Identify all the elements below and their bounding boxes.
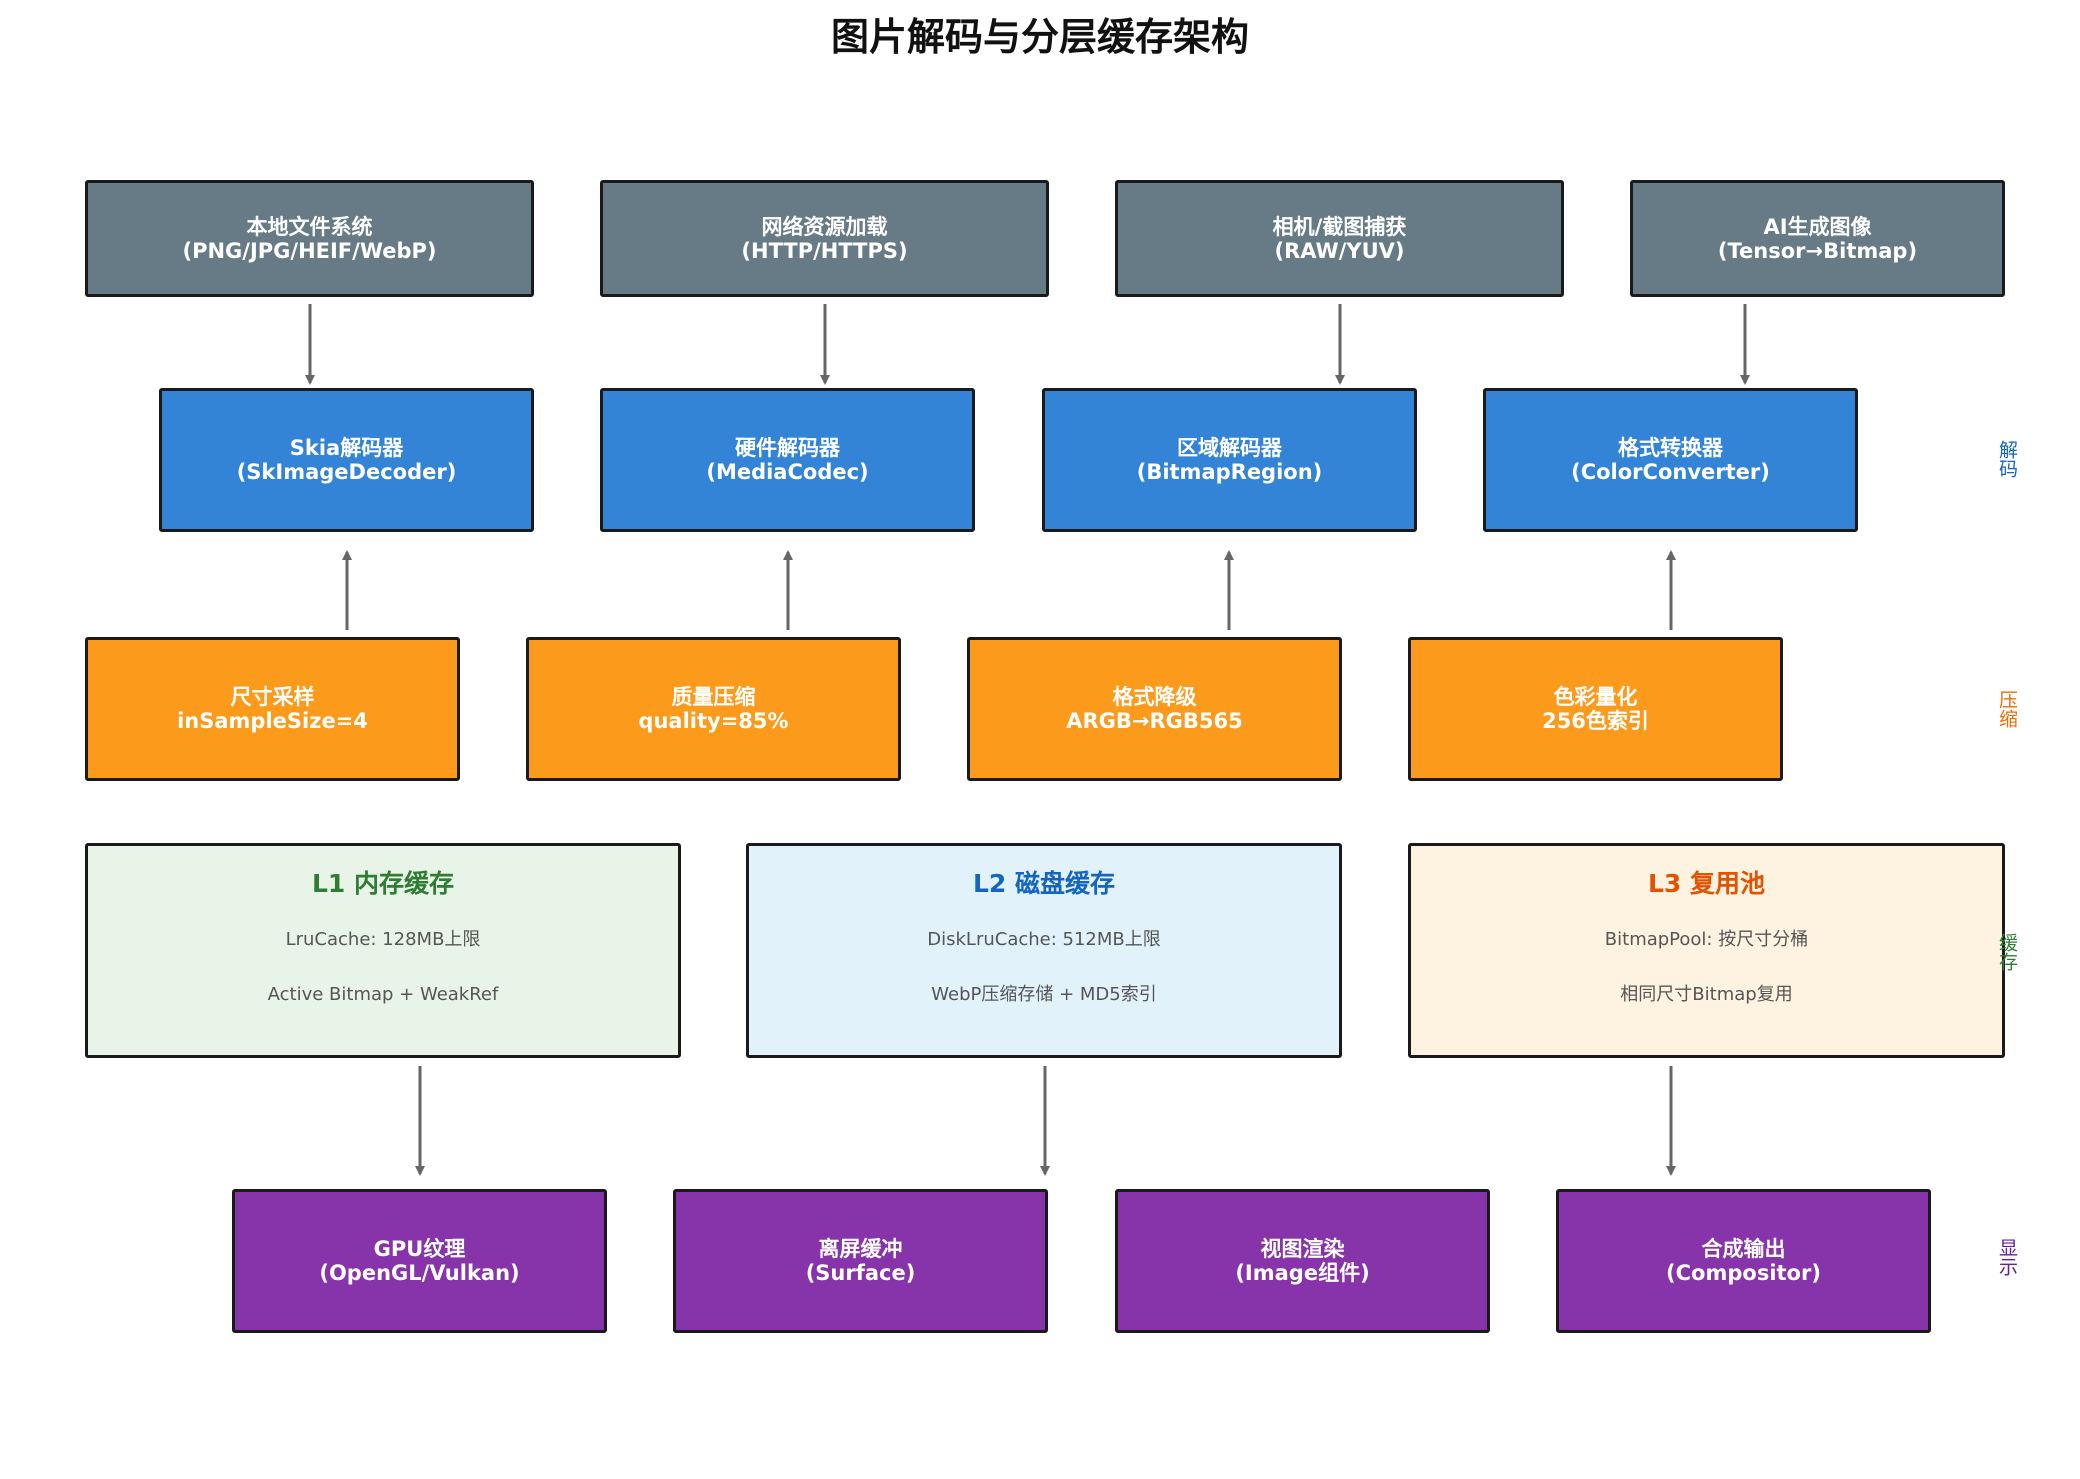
decoder-impl: (BitmapRegion): [1136, 460, 1323, 484]
display-view-render: 视图渲染 (Image组件): [1115, 1189, 1490, 1333]
display-label: 视图渲染: [1260, 1237, 1345, 1261]
cache-detail: Active Bitmap + WeakRef: [267, 984, 499, 1005]
cache-detail: DiskLruCache: 512MB上限: [927, 929, 1161, 950]
cache-detail: LruCache: 128MB上限: [285, 929, 481, 950]
decoder-impl: (MediaCodec): [706, 460, 869, 484]
source-formats: (HTTP/HTTPS): [741, 238, 908, 263]
cache-title: L3 复用池: [1647, 869, 1766, 898]
decoder-label: 格式转换器: [1618, 436, 1723, 460]
compression-size-sampling: 尺寸采样 inSampleSize=4: [85, 637, 460, 781]
source-ai-generated: AI生成图像 (Tensor→Bitmap): [1630, 180, 2005, 297]
compression-param: ARGB→RGB565: [1066, 709, 1243, 733]
compression-label: 尺寸采样: [230, 685, 315, 709]
display-gpu-texture: GPU纹理 (OpenGL/Vulkan): [232, 1189, 607, 1333]
decoder-region: 区域解码器 (BitmapRegion): [1042, 388, 1417, 532]
source-label: 相机/截图捕获: [1272, 214, 1407, 239]
display-label: GPU纹理: [373, 1237, 466, 1261]
display-compositor: 合成输出 (Compositor): [1556, 1189, 1931, 1333]
compression-label: 质量压缩: [671, 685, 756, 709]
display-impl: (OpenGL/Vulkan): [319, 1261, 520, 1285]
source-formats: (PNG/JPG/HEIF/WebP): [182, 238, 437, 263]
decoder-format-converter: 格式转换器 (ColorConverter): [1483, 388, 1858, 532]
compression-quality: 质量压缩 quality=85%: [526, 637, 901, 781]
compression-format-downgrade: 格式降级 ARGB→RGB565: [967, 637, 1342, 781]
compression-param: 256色索引: [1542, 709, 1649, 733]
decoder-impl: (SkImageDecoder): [236, 460, 457, 484]
display-impl: (Surface): [805, 1261, 916, 1285]
source-label: 本地文件系统: [246, 214, 373, 239]
decoder-hardware: 硬件解码器 (MediaCodec): [600, 388, 975, 532]
source-label: AI生成图像: [1763, 214, 1872, 239]
source-formats: (RAW/YUV): [1274, 238, 1405, 263]
layer-label-decode: 解码: [1996, 440, 2018, 478]
source-camera-capture: 相机/截图捕获 (RAW/YUV): [1115, 180, 1564, 297]
cache-detail: 相同尺寸Bitmap复用: [1620, 984, 1793, 1005]
layer-label-cache: 缓存: [1996, 933, 2018, 971]
display-impl: (Compositor): [1666, 1261, 1821, 1285]
cache-detail: WebP压缩存储 + MD5索引: [931, 984, 1157, 1005]
compression-label: 格式降级: [1112, 685, 1197, 709]
compression-color-quantization: 色彩量化 256色索引: [1408, 637, 1783, 781]
source-label: 网络资源加载: [761, 214, 888, 239]
decoder-label: Skia解码器: [289, 436, 404, 460]
source-formats: (Tensor→Bitmap): [1717, 238, 1918, 263]
display-offscreen-buffer: 离屏缓冲 (Surface): [673, 1189, 1048, 1333]
page-title: 图片解码与分层缓存架构: [830, 14, 1249, 59]
display-label: 合成输出: [1701, 1237, 1786, 1261]
decoder-skia: Skia解码器 (SkImageDecoder): [159, 388, 534, 532]
decoder-label: 区域解码器: [1177, 436, 1282, 460]
cache-detail: BitmapPool: 按尺寸分桶: [1604, 929, 1809, 950]
cache-title: L1 内存缓存: [311, 869, 455, 898]
cache-l3-reuse-pool: L3 复用池 BitmapPool: 按尺寸分桶 相同尺寸Bitmap复用: [1408, 843, 2005, 1058]
layer-label-compress: 压缩: [1996, 690, 2018, 728]
compression-param: inSampleSize=4: [177, 709, 368, 733]
display-impl: (Image组件): [1235, 1261, 1370, 1285]
cache-title: L2 磁盘缓存: [972, 869, 1116, 898]
decoder-label: 硬件解码器: [735, 436, 840, 460]
cache-l1-memory: L1 内存缓存 LruCache: 128MB上限 Active Bitmap …: [85, 843, 681, 1058]
display-label: 离屏缓冲: [818, 1237, 903, 1261]
compression-label: 色彩量化: [1553, 685, 1638, 709]
source-network: 网络资源加载 (HTTP/HTTPS): [600, 180, 1049, 297]
layer-label-display: 显示: [1996, 1238, 2018, 1276]
compression-param: quality=85%: [638, 709, 789, 733]
cache-l2-disk: L2 磁盘缓存 DiskLruCache: 512MB上限 WebP压缩存储 +…: [746, 843, 1342, 1058]
source-local-filesystem: 本地文件系统 (PNG/JPG/HEIF/WebP): [85, 180, 534, 297]
decoder-impl: (ColorConverter): [1571, 460, 1770, 484]
